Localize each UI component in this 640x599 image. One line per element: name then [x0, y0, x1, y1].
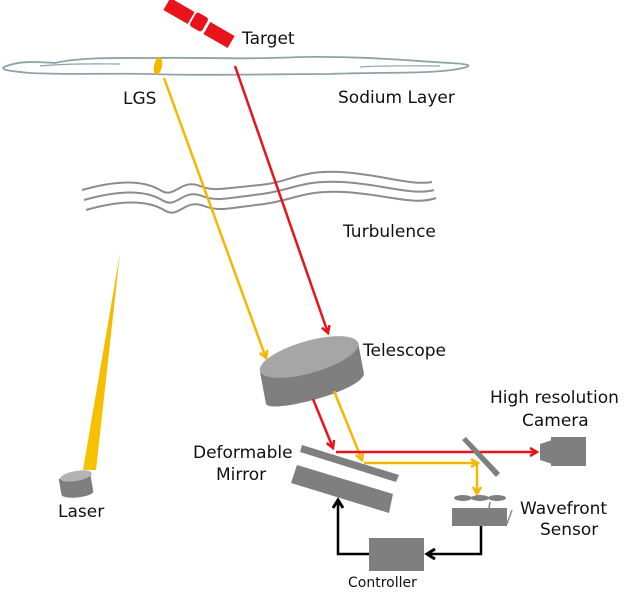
wfs-to-controller-arrow	[427, 526, 483, 554]
controller-label: Controller	[348, 575, 417, 591]
camera-label-line2: Camera	[522, 411, 589, 431]
beam-splitter-icon	[462, 437, 500, 477]
cloud-detail	[359, 65, 441, 68]
lgs-spot-icon	[153, 57, 163, 75]
cloud-detail	[39, 63, 121, 67]
lgs-label: LGS	[123, 89, 156, 109]
satellite-target-icon	[163, 0, 235, 49]
turbulence-label: Turbulence	[342, 222, 436, 242]
science-beam-incoming	[233, 65, 328, 333]
science-beam-to-dm	[311, 398, 333, 448]
target-label: Target	[241, 29, 295, 49]
laser-beam-cone	[83, 253, 120, 470]
camera-label-line1: High resolution	[490, 388, 619, 408]
laser-return-beam	[162, 77, 266, 358]
wavefront-sensor-icon	[452, 495, 513, 526]
wfs-label-line1: Wavefront	[520, 499, 607, 519]
dm-label-line1: Deformable	[193, 443, 293, 463]
laser-icon	[58, 470, 94, 498]
telescope-icon	[259, 336, 364, 407]
laser-beam-to-dm	[332, 390, 362, 460]
dm-label-line2: Mirror	[216, 465, 266, 485]
telescope-label: Telescope	[362, 341, 446, 361]
controller-icon	[369, 538, 424, 571]
wfs-label-line2: Sensor	[540, 520, 598, 540]
camera-icon	[540, 437, 586, 466]
laser-label: Laser	[58, 502, 104, 522]
deformable-mirror-icon	[291, 445, 399, 513]
sodium-layer-label: Sodium Layer	[338, 88, 455, 108]
controller-to-dm-arrow	[338, 500, 369, 556]
turbulence-icon	[81, 170, 437, 214]
